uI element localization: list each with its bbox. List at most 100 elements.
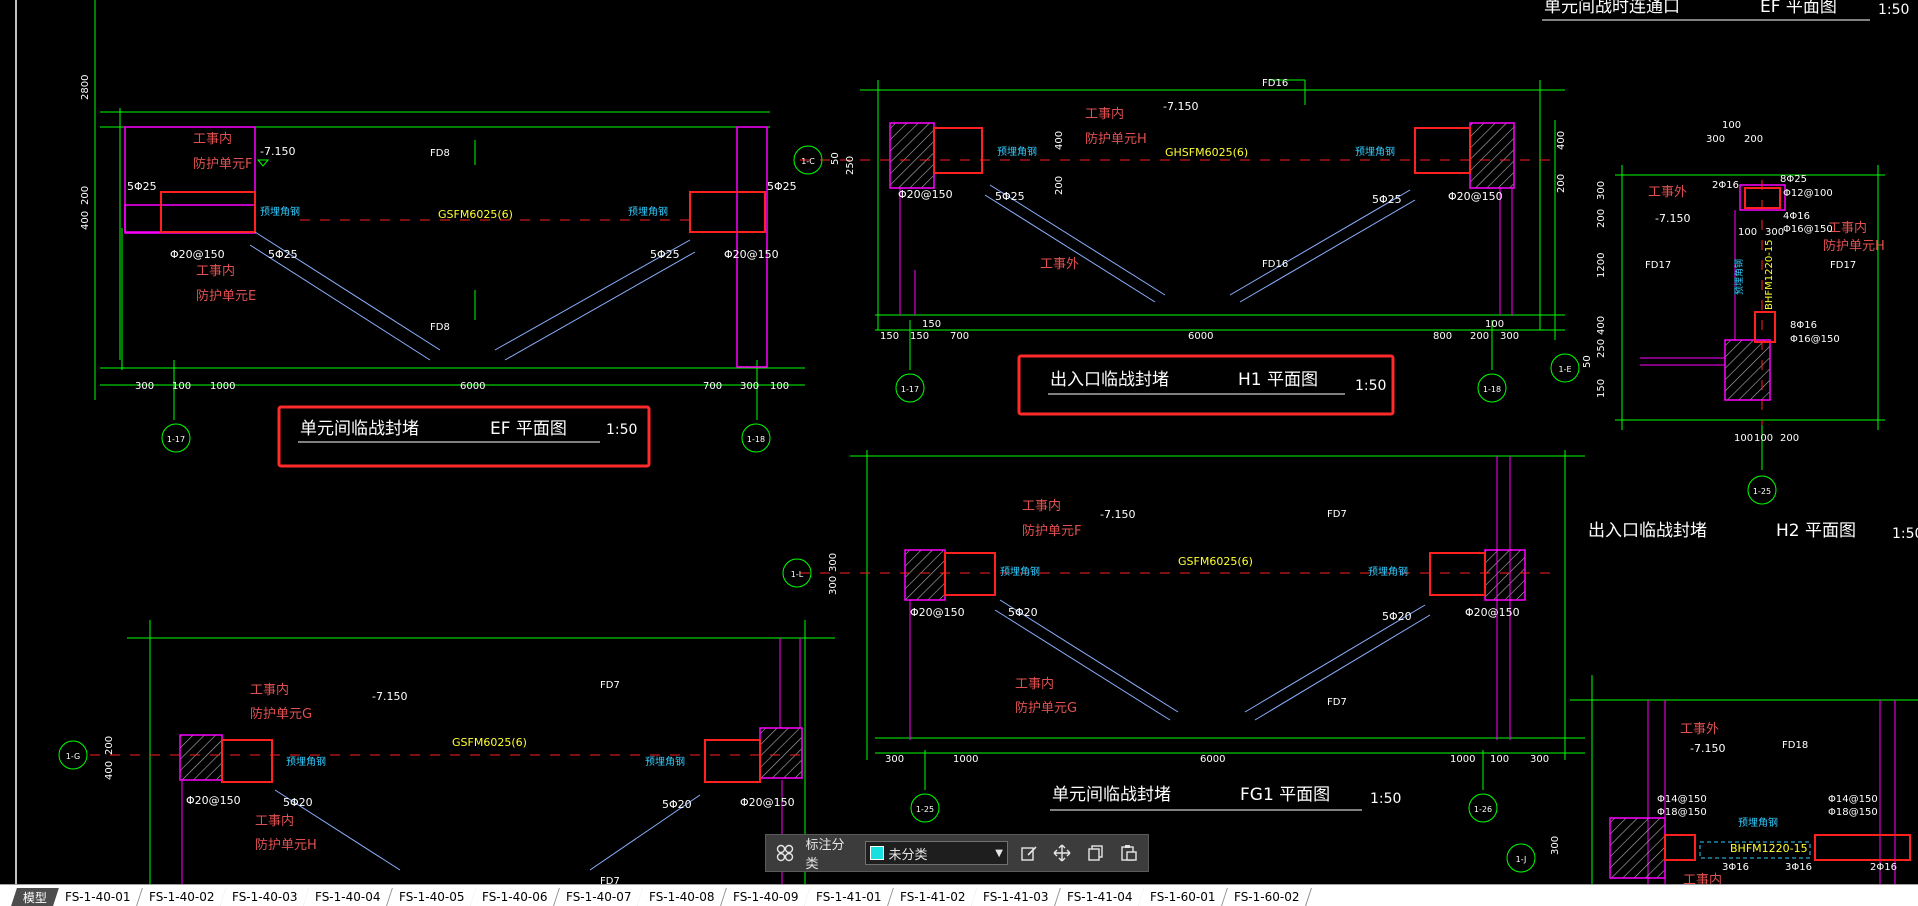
- tab-layout[interactable]: FS-1-60-01: [1138, 888, 1229, 906]
- h2-anchor: 预埋角钢: [1733, 259, 1745, 295]
- h2-title: 出入口临战封堵: [1588, 521, 1707, 541]
- br-rebar-1: Φ14@150: [1657, 794, 1707, 805]
- ef-plan: EF 平面图: [490, 419, 567, 439]
- h2-rebar-1: 2Φ16: [1712, 180, 1739, 191]
- h2-vdim-8: 100: [1738, 227, 1757, 238]
- br-door-label: BHFM1220-15: [1730, 842, 1808, 855]
- h1-vdim-4: 200: [1054, 176, 1065, 195]
- annotation-toolbar: 标注分类 未分类 ▼: [765, 834, 1149, 872]
- tab-layout[interactable]: FS-1-60-02: [1221, 888, 1313, 906]
- tab-label: FS-1-40-07: [565, 890, 632, 904]
- h2-door-label: BHFM1220-15: [1764, 239, 1775, 310]
- gh-anchor-1: 预埋角钢: [286, 755, 326, 768]
- tab-layout[interactable]: FS-1-40-02: [136, 888, 227, 906]
- h2-hdim-top-3: 200: [1744, 134, 1763, 145]
- ef-rebar-3: Φ20@150: [170, 248, 225, 261]
- ef-dim-4: 6000: [460, 381, 485, 392]
- tab-layout[interactable]: FS-1-40-04: [303, 888, 394, 906]
- fg1-dim-3: 6000: [1200, 754, 1225, 765]
- gh-rebar-2: 5Φ20: [283, 796, 313, 809]
- h1-rebar-4: Φ20@150: [1448, 190, 1503, 203]
- tab-layout[interactable]: FS-1-41-02: [887, 888, 979, 906]
- ef-rebar-1: 5Φ25: [127, 180, 157, 193]
- tab-label: FS-1-40-02: [148, 890, 214, 904]
- fg1-room-bottom-2: 防护单元G: [1015, 700, 1077, 716]
- ef-rebar-6: Φ20@150: [724, 248, 779, 261]
- h1-title-highlight: [1017, 354, 1395, 416]
- h2-vdim-4: 400: [1596, 316, 1607, 335]
- tr-plan: EF 平面图: [1760, 0, 1837, 17]
- gh-fd-top: FD7: [600, 680, 620, 691]
- tab-layout[interactable]: FS-1-41-04: [1054, 888, 1146, 906]
- tab-layout[interactable]: FS-1-40-09: [720, 888, 812, 906]
- ef-anchor-1: 预埋角钢: [260, 205, 300, 218]
- tab-label: FS-1-40-09: [732, 890, 799, 904]
- annotation-category-value: 未分类: [888, 847, 928, 863]
- h2-vdim-9: 300: [1765, 227, 1784, 238]
- grid-icon[interactable]: [772, 840, 798, 866]
- edit-icon[interactable]: [1016, 840, 1042, 866]
- h2-rebar-7: Φ16@150: [1790, 334, 1840, 345]
- fg1-plan: FG1 平面图: [1240, 785, 1330, 805]
- h1-vdim-1: 250: [845, 156, 856, 175]
- move-icon[interactable]: [1049, 840, 1075, 866]
- h2-rebar-5: Φ16@150: [1783, 224, 1833, 235]
- ef-rebar-5: 5Φ25: [767, 180, 797, 193]
- fg1-dim-1: 300: [885, 754, 904, 765]
- annotation-category-select[interactable]: 未分类 ▼: [864, 841, 1008, 865]
- br-axis-1: 1-J: [1516, 855, 1527, 864]
- tab-model[interactable]: 模型: [11, 888, 60, 906]
- h2-vdim-5: 250: [1596, 339, 1607, 358]
- br-rebar-7: 2Φ16: [1870, 862, 1897, 873]
- ef-fd: FD8: [430, 148, 450, 159]
- ef-rebar-2: 5Φ25: [268, 248, 298, 261]
- tab-layout[interactable]: FS-1-41-03: [971, 888, 1062, 906]
- tab-layout[interactable]: FS-1-40-07: [553, 888, 645, 906]
- h1-plan: H1 平面图: [1238, 370, 1318, 390]
- ef-anchor-2: 预埋角钢: [628, 205, 668, 218]
- h1-dim-3: 700: [950, 331, 969, 342]
- copy-icon[interactable]: [1083, 840, 1109, 866]
- h1-dim-6: 200: [1470, 331, 1489, 342]
- fg1-axis-1: 1-L: [791, 570, 804, 579]
- drawing-fg1: 工事内 防护单元F -7.150 FD7 FD7 GSFM6025(6) 工事内…: [782, 450, 1585, 823]
- h2-room-right-1: 工事内: [1828, 220, 1867, 236]
- tab-layout[interactable]: FS-1-40-03: [220, 888, 311, 906]
- br-fd: FD18: [1782, 740, 1808, 751]
- br-vdim: 300: [1550, 836, 1561, 855]
- paste-icon[interactable]: [1117, 840, 1143, 866]
- gh-anchor-2: 预埋角钢: [645, 755, 685, 768]
- h1-vdim-6: 200: [1556, 174, 1567, 193]
- h1-dim-2: 150: [910, 331, 929, 342]
- tab-layout[interactable]: FS-1-40-06: [470, 888, 561, 906]
- h1-fd-mid: FD16: [1262, 259, 1288, 270]
- h2-hdim-bot-3: 200: [1780, 433, 1799, 444]
- tab-layout[interactable]: FS-1-41-01: [804, 888, 895, 906]
- h2-fd-left: FD17: [1645, 260, 1671, 271]
- fg1-axis-3: 1-26: [1474, 805, 1492, 814]
- tab-label: FS-1-40-04: [315, 890, 381, 904]
- fg1-door-label: GSFM6025(6): [1178, 555, 1253, 568]
- h1-rebar-3: 5Φ25: [1372, 193, 1402, 206]
- gh-room-bottom-1: 工事内: [255, 813, 294, 829]
- category-color-swatch: [869, 846, 884, 860]
- h2-rebar-2: 8Φ25: [1780, 174, 1807, 185]
- fg1-room-bottom-1: 工事内: [1015, 676, 1054, 692]
- tab-layout[interactable]: FS-1-40-08: [637, 888, 728, 906]
- drawing-h2: 工事外 工事内 防护单元H -7.150 FD17 FD17 BHFM1220-…: [1550, 120, 1918, 542]
- tab-layout[interactable]: FS-1-40-01: [53, 888, 144, 906]
- h1-anchor-2: 预埋角钢: [1355, 145, 1395, 158]
- br-elev: -7.150: [1690, 742, 1725, 755]
- ef-vdim-3: 400: [80, 211, 91, 230]
- tab-layout[interactable]: FS-1-40-05: [387, 888, 478, 906]
- br-room: 工事外: [1680, 722, 1719, 737]
- cad-drawing-canvas[interactable]: 工事内 防护单元F -7.150 FD8 FD8 GSFM6025(6) 5Φ2…: [0, 0, 1918, 884]
- drawing-bottom-right: 工事外 -7.150 FD18 预埋角钢 BHFM1220-15 Φ14@150…: [1506, 675, 1918, 884]
- fg1-anchor-1: 预埋角钢: [1000, 565, 1040, 578]
- fg1-axis-2: 1-25: [916, 805, 934, 814]
- ef-rebar-4: 5Φ25: [650, 248, 680, 261]
- tab-label: FS-1-60-01: [1150, 890, 1216, 904]
- ef-title: 单元间临战封堵: [300, 419, 419, 439]
- gh-vdim-1: 200: [104, 736, 115, 755]
